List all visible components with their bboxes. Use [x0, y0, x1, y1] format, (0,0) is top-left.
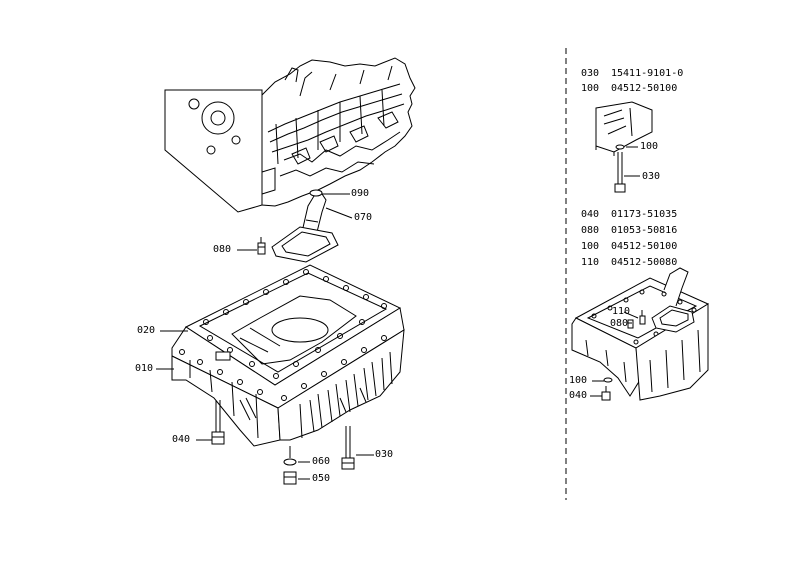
- inset-top-callout-030: 030: [642, 171, 661, 182]
- callout-030: 030: [375, 449, 394, 460]
- part-number: 04512-50080: [611, 257, 678, 268]
- callout-070: 070: [354, 212, 373, 223]
- part-ref: 040: [581, 209, 600, 220]
- part-ref: 110: [581, 257, 600, 268]
- inset-top-part-row: 030 15411-9101-0: [581, 68, 683, 80]
- callout-060: 060: [312, 456, 331, 467]
- callout-080: 080: [213, 244, 232, 255]
- bolt-040-drawing: [212, 400, 224, 444]
- callout-020: 020: [137, 325, 156, 336]
- inset-top-callout-100: 100: [640, 141, 659, 152]
- part-number: 04512-50100: [611, 241, 678, 252]
- inset-bottom-drawing: [572, 268, 708, 400]
- callout-040: 040: [172, 434, 191, 445]
- inset-bottom-callout-040: 040: [569, 390, 588, 401]
- stud-030-drawing: [342, 426, 354, 469]
- inset-bottom-callout-110: 110: [612, 306, 631, 317]
- part-ref: 100: [581, 241, 600, 252]
- bolt-080-drawing: [258, 237, 265, 254]
- part-number: 15411-9101-0: [611, 68, 684, 79]
- part-number: 01173-51035: [611, 209, 678, 220]
- leader-lines-main: [156, 194, 374, 479]
- drain-plug-drawing: [284, 446, 296, 484]
- inset-bottom-part-row: 040 01173-51035: [581, 209, 677, 221]
- part-number: 04512-50100: [611, 83, 678, 94]
- part-ref: 080: [581, 225, 600, 236]
- inset-top-drawing: [596, 102, 652, 192]
- callout-090: 090: [351, 188, 370, 199]
- part-number: 01053-50816: [611, 225, 678, 236]
- inset-top-part-row: 100 04512-50100: [581, 83, 677, 95]
- part-ref: 100: [581, 83, 600, 94]
- inset-bottom-part-row: 110 04512-50080: [581, 257, 677, 269]
- inset-bottom-callout-080: 080: [610, 318, 629, 329]
- inset-bottom-part-row: 100 04512-50100: [581, 241, 677, 253]
- part-ref: 030: [581, 68, 600, 79]
- oil-pan-drawing: [172, 265, 404, 446]
- callout-050: 050: [312, 473, 331, 484]
- engine-block-drawing: [165, 58, 415, 212]
- callout-010: 010: [135, 363, 154, 374]
- oil-strainer-drawing: [272, 190, 338, 262]
- inset-bottom-callout-100: 100: [569, 375, 588, 386]
- inset-bottom-part-row: 080 01053-50816: [581, 225, 677, 237]
